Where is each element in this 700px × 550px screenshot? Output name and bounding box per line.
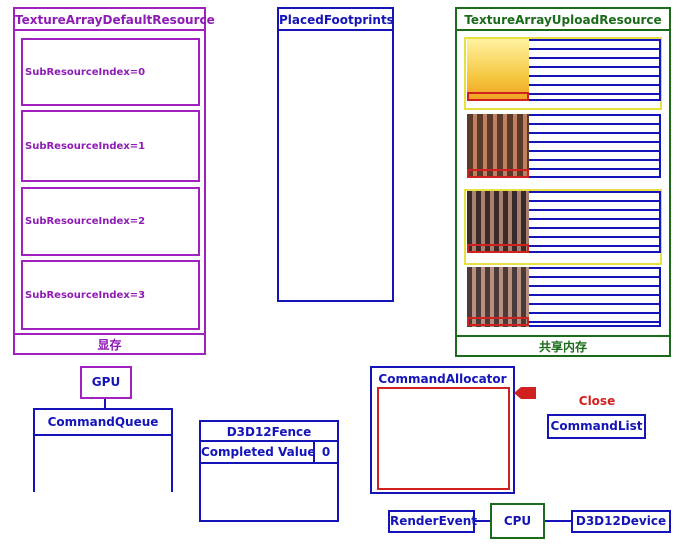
row-highlight-2 [467,244,529,253]
subresource-0-label: SubResourceIndex=0 [25,66,146,78]
command-list-label: CommandList [550,419,643,433]
subresource-0: SubResourceIndex=0 [21,38,200,106]
row-highlight-3 [467,317,529,326]
upload-resource-title: TextureArrayUploadResource [457,9,669,31]
shared-memory-label: 共享内存 [457,335,669,355]
upload-slot-3 [464,265,662,332]
command-queue-right-rail [171,436,173,492]
command-queue: CommandQueue [33,408,173,436]
d3d12-fence: D3D12Fence Completed Value 0 [199,420,339,522]
command-queue-left-rail [33,436,35,492]
pointer-arrow-icon [514,387,536,399]
upload-slot-1 [464,112,662,189]
row-highlight-1 [467,169,529,178]
subresource-1-label: SubResourceIndex=1 [25,140,146,152]
subresource-2: SubResourceIndex=2 [21,187,200,256]
subresource-3: SubResourceIndex=3 [21,260,200,330]
texture-thumbnail-0 [467,39,529,101]
gpu-box: GPU [80,366,132,399]
placed-footprints: PlacedFootprints [277,7,394,302]
texture-thumbnail-1 [467,114,529,178]
fence-title: D3D12Fence [201,422,337,442]
row-highlight-0 [467,92,529,101]
command-allocator-memory [377,387,510,490]
command-allocator: CommandAllocator [370,366,515,494]
subresource-2-label: SubResourceIndex=2 [25,216,146,227]
render-event: RenderEvent [388,510,478,533]
upload-slot-0 [464,37,662,110]
placed-footprints-title: PlacedFootprints [279,9,394,31]
subresource-3-label: SubResourceIndex=3 [25,289,146,301]
cpu-box: CPU [490,503,545,539]
gpu-label: GPU [91,375,121,389]
command-allocator-label: CommandAllocator [378,372,507,386]
texture-array-default-resource: TextureArrayDefaultResource SubResourceI… [13,7,215,355]
d3d12-device: D3D12Device [571,510,671,533]
texture-array-upload-resource: TextureArrayUploadResource 共享内存 [455,7,671,357]
completed-value-label: Completed Value [201,442,316,464]
subresource-1: SubResourceIndex=1 [21,110,200,182]
texture-thumbnail-2 [467,191,529,253]
render-event-label: RenderEvent [390,514,478,528]
device-connector [545,520,571,522]
default-resource-title: TextureArrayDefaultResource [15,9,215,31]
d3d12-device-label: D3D12Device [575,514,667,528]
render-event-connector [475,520,490,522]
command-list: CommandList [547,414,646,439]
cpu-label: CPU [503,514,532,528]
video-memory-label: 显存 [15,333,204,353]
gpu-connector [104,399,106,408]
close-label: Close [578,394,616,408]
upload-slot-2 [464,189,662,265]
command-queue-label: CommandQueue [47,415,159,429]
completed-value: 0 [315,442,337,464]
